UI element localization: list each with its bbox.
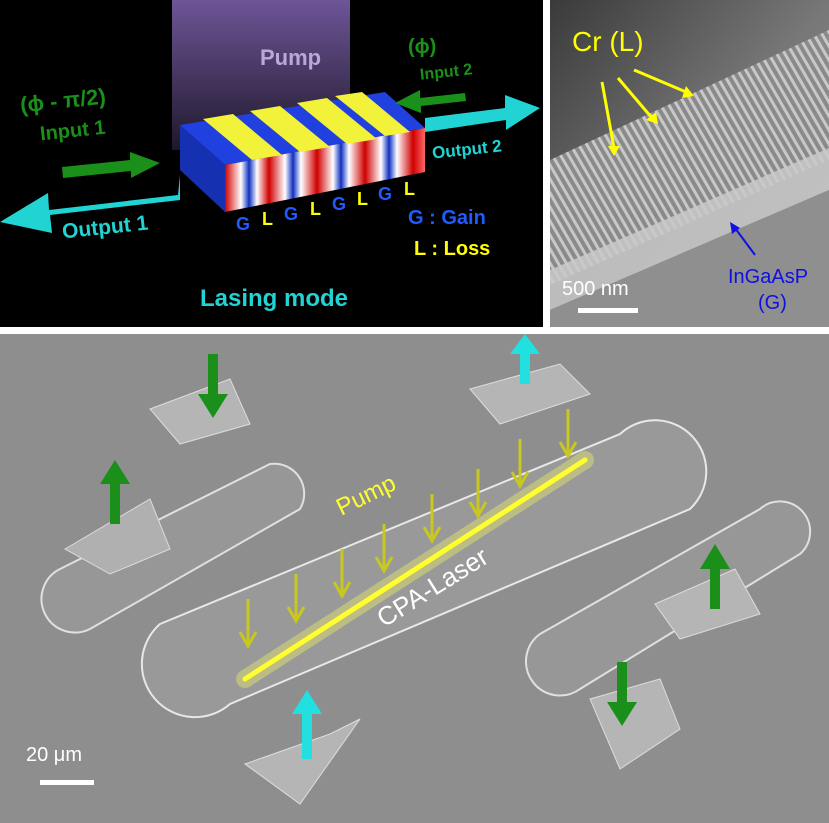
device-left-face (180, 125, 225, 212)
gl-letter: G (332, 194, 347, 214)
ingaasp-arrow (734, 227, 756, 256)
gl-letter: L (262, 209, 273, 229)
lasing-mode-label: Lasing mode (200, 285, 349, 312)
pump-arrow-group (238, 409, 578, 650)
output1-arrow (0, 175, 180, 233)
sem-closeup-image (550, 0, 829, 327)
pump-arrow (286, 574, 306, 625)
input-arrow-down (607, 662, 637, 726)
sem-closeup-scalebar (578, 308, 638, 313)
ingaasp-label: InGaAsP (728, 266, 809, 288)
pump-arrow (468, 469, 488, 520)
schematic-drawing (0, 0, 540, 233)
sem-closeup-panel: Cr (L) InGaAsP (G) 500 nm (550, 0, 829, 327)
cyan-arrow-group (292, 334, 540, 759)
cr-grating (550, 30, 829, 285)
loss-strip-4 (335, 92, 410, 136)
pump-arrow (510, 439, 530, 490)
cr-label: Cr (L) (572, 26, 644, 57)
gl-letter: G (236, 214, 251, 234)
loss-strip-3 (297, 98, 377, 144)
device-front-face (225, 128, 425, 212)
gl-letter: L (310, 199, 321, 219)
input1-arrow (62, 152, 160, 178)
output2-arrow (425, 95, 540, 132)
sem-device-panel: Pump CPA-Laser 20 μm (0, 334, 829, 823)
loss-strip-1 (203, 114, 282, 160)
ingaasp-sub-label: (G) (758, 292, 787, 314)
legend-gain: G : Gain (408, 207, 486, 229)
sem-device-scalebar (40, 780, 94, 785)
gl-letter: G (378, 184, 393, 204)
green-arrow-group (100, 354, 730, 726)
pump-label: Pump (260, 45, 322, 70)
loss-strip-2 (250, 106, 330, 152)
output-arrow-up (100, 460, 130, 524)
gl-letter: L (404, 179, 415, 199)
coupler-fan (589, 678, 681, 770)
cr-arrow (600, 81, 616, 149)
legend-loss: L : Loss (414, 238, 491, 260)
left-racetrack (40, 462, 306, 634)
coupler-fan (63, 498, 171, 575)
input-arrow-down (198, 354, 228, 418)
input2-arrow (395, 90, 466, 113)
coupler-fan (654, 568, 761, 640)
sem-device-scale-label: 20 μm (26, 744, 82, 766)
gl-letter: G (284, 204, 299, 224)
schematic-panel: Pump (ϕ - π/2) Input 1 (ϕ) Input 2 Outpu… (0, 0, 543, 327)
sem-closeup-scale-label: 500 nm (562, 278, 629, 300)
pump-arrow (238, 599, 258, 650)
pump-arrow (422, 494, 442, 545)
cr-arrow (633, 68, 687, 94)
output-arrow-up (510, 334, 540, 384)
ingaasp-layer (550, 148, 829, 310)
sem-device-image (0, 334, 829, 823)
cpa-laser-line (242, 457, 588, 682)
pump-arrow (558, 409, 578, 460)
coupler-fan (243, 718, 361, 805)
pump-arrow (374, 524, 394, 575)
input-arrow-up (292, 690, 322, 759)
output-arrow-up (700, 544, 730, 609)
pump-arrow (332, 549, 352, 600)
input2-phase: (ϕ) (408, 36, 437, 58)
cr-arrow (616, 77, 654, 119)
central-racetrack (140, 419, 708, 719)
gl-letter: L (357, 189, 368, 209)
